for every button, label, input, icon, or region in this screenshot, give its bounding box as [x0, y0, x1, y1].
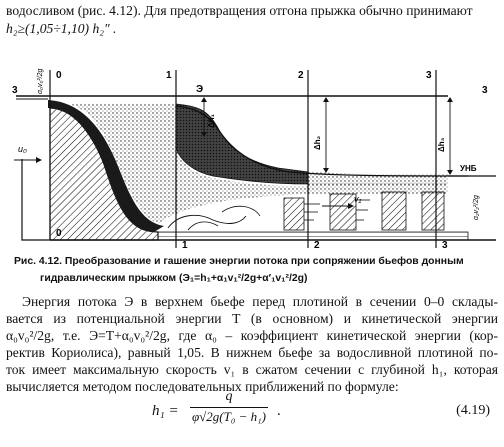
v1-label: v₁ — [354, 194, 362, 204]
section-label-2-bottom: 2 — [314, 240, 320, 250]
velocity-profiles — [283, 191, 445, 231]
section-label-1-bottom: 1 — [182, 240, 188, 250]
hydraulic-jump-figure: УНБ v₁ u₀ 0 1 2 3 0 1 2 3 3 3 Э — [12, 68, 496, 250]
text-line-2: h₂≥(1,05÷1,10) h₂″ . — [6, 21, 117, 36]
u0-label: u₀ — [18, 144, 27, 154]
level-label-left: 3 — [12, 85, 18, 96]
equation-end: . — [277, 403, 281, 419]
equation-lhs: h₁ = — [152, 403, 179, 419]
equation-number: (4.19) — [456, 403, 490, 418]
body-line-4: ректив Кориолиса), равный 1,05. В нижнем… — [6, 345, 498, 360]
section-label-0-top: 0 — [56, 70, 62, 81]
body-line-5: ток имеет максимальную скорость v₁ в сжа… — [6, 362, 498, 377]
upstream-velocity-head: α₀v₀²/2g — [37, 68, 44, 94]
energy-symbol-label: Э — [196, 84, 203, 95]
body-line-3: α₀v₀²/2g, т.е. Э=T+α₀v₀²/2g, где α₀ – ко… — [6, 328, 498, 343]
downstream-velocity-head: α₂v₂²/2g — [473, 195, 480, 220]
body-line-1: Энергия потока Э в верхнем бьефе перед п… — [22, 294, 498, 309]
equation-denominator: φ√2g(T₀ − h₁) — [191, 409, 267, 424]
body-line-6: вычисляется методом последовательных при… — [6, 379, 399, 394]
section-label-0-bottom: 0 — [56, 228, 62, 239]
equation-4-19: h₁ = q φ√2g(T₀ − h₁) . (4.19) — [0, 381, 504, 443]
body-line-2: вается из потенциальной энергии T (в осн… — [6, 311, 498, 326]
dh2-label: Δh₂ — [313, 135, 322, 150]
section-label-3-top: 3 — [426, 70, 432, 81]
water-nappe — [48, 100, 164, 232]
dh1-label: Δh₁ — [207, 113, 216, 128]
jump-aerated-zone — [68, 104, 308, 224]
section-label-1-top: 1 — [166, 70, 172, 81]
figure-caption-line-1: Рис. 4.12. Преобразование и гашение энер… — [14, 256, 464, 267]
figure-caption-line-2: гидравлическим прыжком (Э₁=h₁+α₁v₁²/2g+α… — [40, 273, 308, 284]
equation-numerator: q — [225, 389, 233, 404]
uvb-label: УНБ — [460, 164, 477, 173]
equation-fraction: q φ√2g(T₀ − h₁) — [188, 389, 270, 425]
dh3-label: Δh₃ — [437, 137, 446, 152]
section-label-2-top: 2 — [298, 70, 304, 81]
text-line-1: водосливом (рис. 4.12). Для предотвращен… — [6, 3, 473, 18]
level-label-right: 3 — [482, 85, 488, 96]
section-label-3-bottom: 3 — [442, 240, 448, 250]
